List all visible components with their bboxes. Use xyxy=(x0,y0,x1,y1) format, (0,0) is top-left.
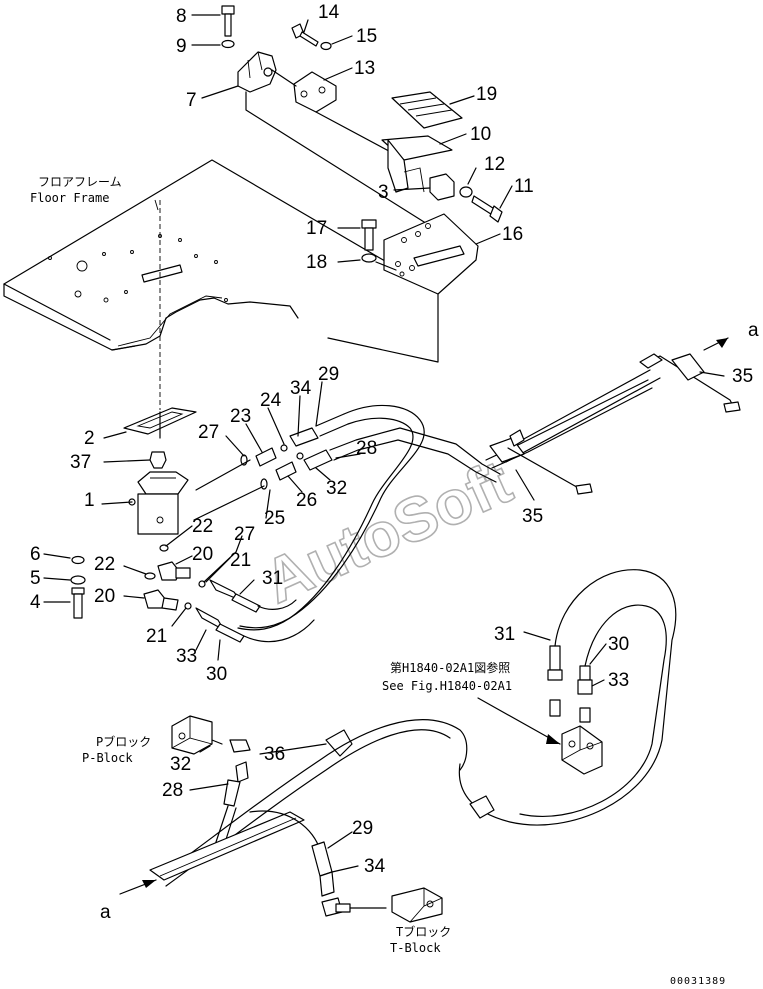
pedal-assembly xyxy=(221,5,503,295)
callout-36: 36 xyxy=(264,744,285,765)
callout-33-left: 33 xyxy=(176,646,197,667)
callout-31-top: 31 xyxy=(262,568,283,589)
callout-34-bottom: 34 xyxy=(364,856,386,877)
callout-29-bottom: 29 xyxy=(352,818,373,839)
callout-26: 26 xyxy=(296,490,317,511)
callout-21-mid: 21 xyxy=(146,626,167,647)
callout-16: 16 xyxy=(502,224,523,245)
callout-9: 9 xyxy=(176,36,187,57)
callout-12: 12 xyxy=(484,154,505,175)
callout-25: 25 xyxy=(264,508,285,529)
callout-4: 4 xyxy=(30,592,41,613)
callout-27-top: 27 xyxy=(198,422,219,443)
callout-20-mid: 20 xyxy=(94,586,115,607)
callout-29-top: 29 xyxy=(318,364,339,385)
callout-33-right: 33 xyxy=(608,670,629,691)
leader-lines xyxy=(43,14,725,873)
callout-10: 10 xyxy=(470,124,491,145)
p-block-label-jp: Pブロック xyxy=(96,734,151,749)
callout-24: 24 xyxy=(260,390,282,411)
drawing-code: 00031389 xyxy=(670,976,726,987)
callout-23: 23 xyxy=(230,406,251,427)
arrow-ref-top: a xyxy=(748,320,759,341)
callout-20-top: 20 xyxy=(192,544,213,565)
callout-15: 15 xyxy=(356,26,377,47)
callout-2: 2 xyxy=(84,428,95,449)
callout-7: 7 xyxy=(186,90,197,111)
callout-21-top: 21 xyxy=(230,550,251,571)
callout-30-right: 30 xyxy=(608,634,629,655)
remote-valve xyxy=(458,569,677,826)
floor-frame-label-jp: フロアフレーム xyxy=(38,175,122,189)
t-block-label-jp: Tブロック xyxy=(396,924,451,939)
lower-hoses xyxy=(119,715,468,923)
callout-28-top: 28 xyxy=(356,438,377,459)
floor-frame-label-en: Floor Frame xyxy=(30,191,109,205)
callout-32-bottom: 32 xyxy=(170,754,191,775)
p-block-label-en: P-Block xyxy=(82,751,133,765)
callout-27-mid: 27 xyxy=(234,524,255,545)
clamp-rail xyxy=(489,337,741,495)
callout-6: 6 xyxy=(30,544,41,565)
callout-35-top: 35 xyxy=(732,366,753,387)
callout-22-top: 22 xyxy=(192,516,213,537)
see-fig-label-jp: 第H1840-02A1図参照 xyxy=(390,660,510,675)
callout-3: 3 xyxy=(378,182,389,203)
hose-routing xyxy=(195,379,653,643)
callout-17: 17 xyxy=(306,218,327,239)
t-block-label-en: T-Block xyxy=(390,941,441,955)
callout-18: 18 xyxy=(306,252,327,273)
callout-13: 13 xyxy=(354,58,375,79)
callout-22-mid: 22 xyxy=(94,554,115,575)
callout-11: 11 xyxy=(514,176,534,197)
arrow-ref-bottom: a xyxy=(100,902,111,923)
callout-28-bottom: 28 xyxy=(162,780,183,801)
callout-35-mid: 35 xyxy=(522,506,543,527)
see-fig-label-en: See Fig.H1840-02A1 xyxy=(382,679,512,693)
callout-32-top: 32 xyxy=(326,478,347,499)
callout-37: 37 xyxy=(70,452,91,473)
callout-31-right: 31 xyxy=(494,624,515,645)
callout-1: 1 xyxy=(84,490,95,511)
callout-5: 5 xyxy=(30,568,41,589)
callout-30-left: 30 xyxy=(206,664,227,685)
callout-numbers: 8 9 7 14 15 13 19 10 12 3 11 17 16 18 35… xyxy=(30,2,753,877)
floor-frame: フロアフレーム Floor Frame xyxy=(3,159,439,410)
callout-19: 19 xyxy=(476,84,497,105)
callout-8: 8 xyxy=(176,6,187,27)
callout-14: 14 xyxy=(318,2,340,23)
callout-34-top: 34 xyxy=(290,378,312,399)
